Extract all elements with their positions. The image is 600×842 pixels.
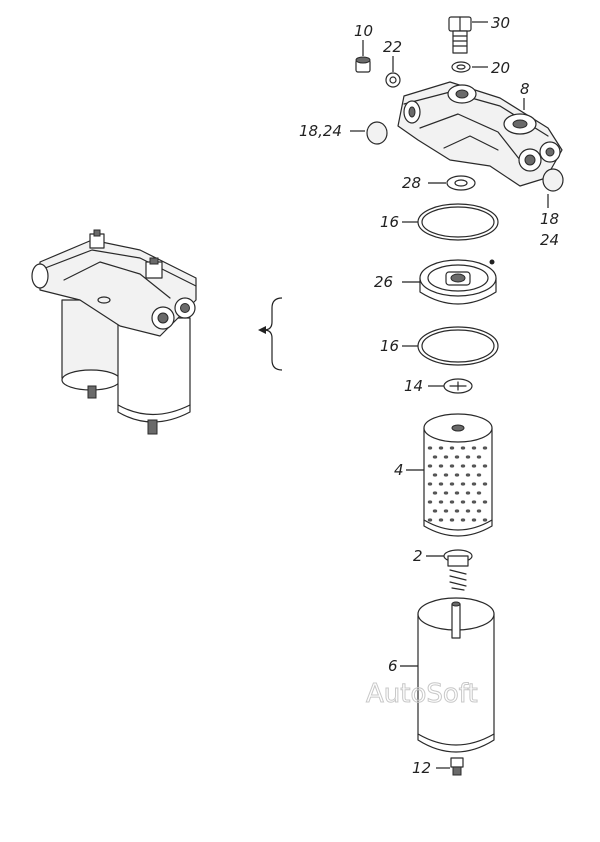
part-14-retainer xyxy=(443,378,473,394)
callout-26: 26 xyxy=(374,273,393,291)
callout-18-24-left: 18,24 xyxy=(299,122,342,140)
callout-10: 10 xyxy=(354,22,373,40)
callout-2: 2 xyxy=(413,547,423,565)
part-18-24-plug-left xyxy=(366,121,388,145)
callout-16-middle: 16 xyxy=(380,337,399,355)
part-2-valve-spring xyxy=(443,549,473,591)
callout-30: 30 xyxy=(491,14,510,32)
callout-6: 6 xyxy=(388,657,398,675)
leader-lines xyxy=(350,21,549,769)
callout-4: 4 xyxy=(394,461,404,479)
part-8-filter-head xyxy=(397,81,563,187)
watermark: AutoSoft xyxy=(366,679,478,709)
filter-perforations xyxy=(427,446,488,522)
part-4-filter-element xyxy=(423,413,493,537)
callout-14: 14 xyxy=(404,377,423,395)
callout-8: 8 xyxy=(520,80,530,98)
part-12-drain-plug xyxy=(450,757,464,776)
part-22-washer xyxy=(385,72,401,88)
callout-16-top: 16 xyxy=(380,213,399,231)
part-26-cover-plate xyxy=(419,259,497,305)
part-20-washer xyxy=(451,61,471,73)
assembly-bracket xyxy=(258,297,283,371)
part-16-oring-middle xyxy=(417,326,499,366)
part-16-oring-top xyxy=(417,203,499,241)
callout-28: 28 xyxy=(402,174,421,192)
callout-labels: 10 22 30 20 8 18,24 28 18 24 16 26 16 14… xyxy=(299,14,559,777)
assembled-filter-illustration xyxy=(31,229,197,435)
callout-24: 24 xyxy=(540,231,559,249)
callout-12: 12 xyxy=(412,759,431,777)
callout-20: 20 xyxy=(491,59,510,77)
callout-18: 18 xyxy=(540,210,559,228)
part-28-washer xyxy=(446,175,476,191)
part-30-bolt xyxy=(448,16,472,54)
part-18-24-plug-right xyxy=(542,168,564,192)
part-6-filter-housing xyxy=(417,597,495,753)
part-10-plug xyxy=(355,56,371,73)
callout-22: 22 xyxy=(383,38,402,56)
